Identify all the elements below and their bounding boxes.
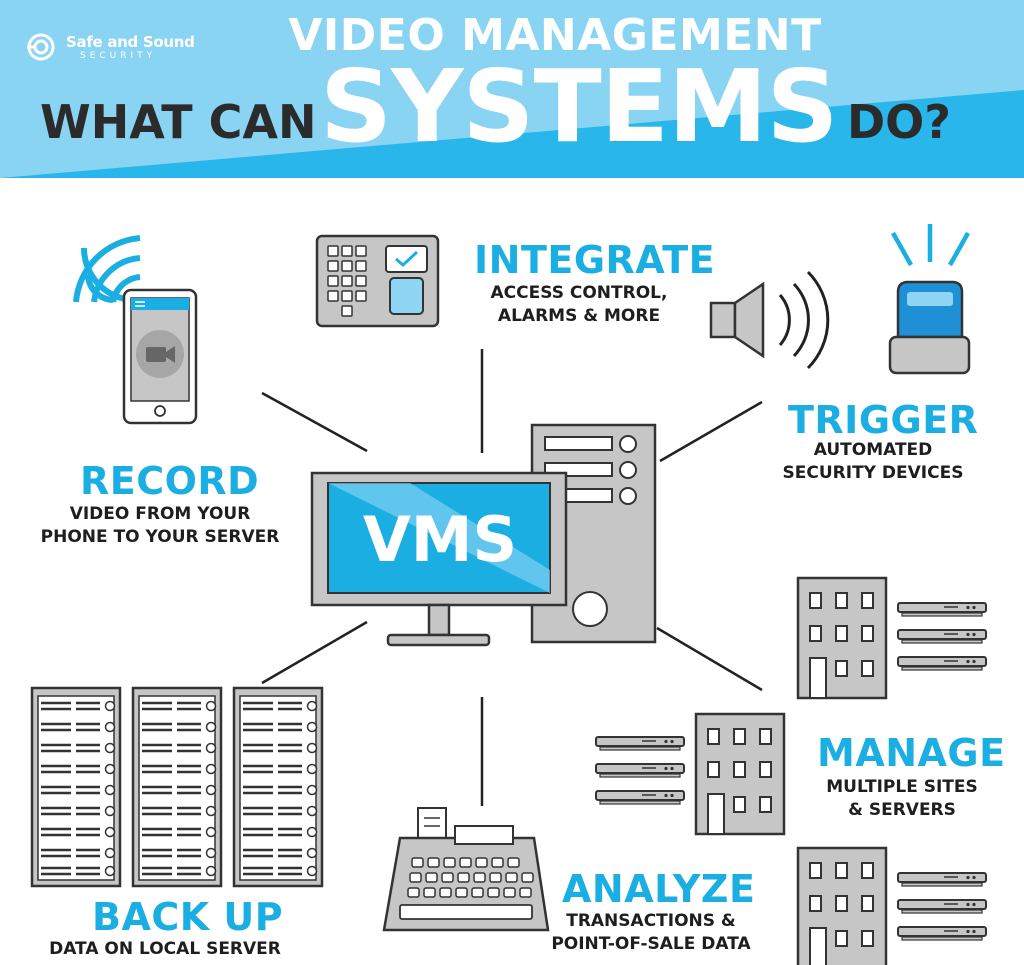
analyze-detail: TRANSACTIONS & POINT-OF-SALE DATA: [551, 911, 751, 954]
smartphone-icon: [73, 235, 198, 425]
title-suffix: DO?: [847, 95, 951, 149]
trigger-detail: AUTOMATED SECURITY DEVICES: [782, 440, 964, 483]
title-prefix: WHAT CAN: [40, 95, 317, 149]
record-heading: RECORD: [80, 459, 260, 503]
integrate-heading: INTEGRATE: [474, 238, 716, 282]
brand-name: Safe and Sound: [66, 33, 195, 51]
trigger-heading: TRIGGER: [788, 398, 979, 442]
analyze-heading: ANALYZE: [562, 867, 756, 911]
brand-logo: Safe and Sound SECURITY: [26, 30, 195, 68]
record-detail: VIDEO FROM YOUR PHONE TO YOUR SERVER: [40, 504, 280, 547]
title-emphasis: SYSTEMS: [320, 48, 839, 165]
speaker-icon: [709, 270, 830, 370]
server-rack-icon: [32, 688, 322, 886]
keypad-icon: [315, 234, 440, 328]
cash-register-icon: [382, 807, 550, 932]
backup-detail: DATA ON LOCAL SERVER: [49, 939, 281, 959]
manage-detail: MULTIPLE SITES & SERVERS: [826, 777, 978, 820]
shield-logo-icon: [27, 33, 55, 61]
integrate-detail: ACCESS CONTROL, ALARMS & MORE: [490, 283, 668, 326]
manage-heading: MANAGE: [817, 731, 1006, 775]
video-camera-icon: [146, 346, 175, 363]
header-banner: [0, 0, 1024, 178]
backup-heading: BACK UP: [92, 895, 284, 939]
siren-light-icon: [888, 224, 971, 375]
vms-monitor-icon: [310, 471, 568, 647]
vms-label: VMS: [362, 503, 518, 576]
brand-tagline: SECURITY: [80, 51, 157, 61]
connector-lines: [261, 349, 763, 806]
title-line1: VIDEO MANAGEMENT: [288, 10, 822, 61]
